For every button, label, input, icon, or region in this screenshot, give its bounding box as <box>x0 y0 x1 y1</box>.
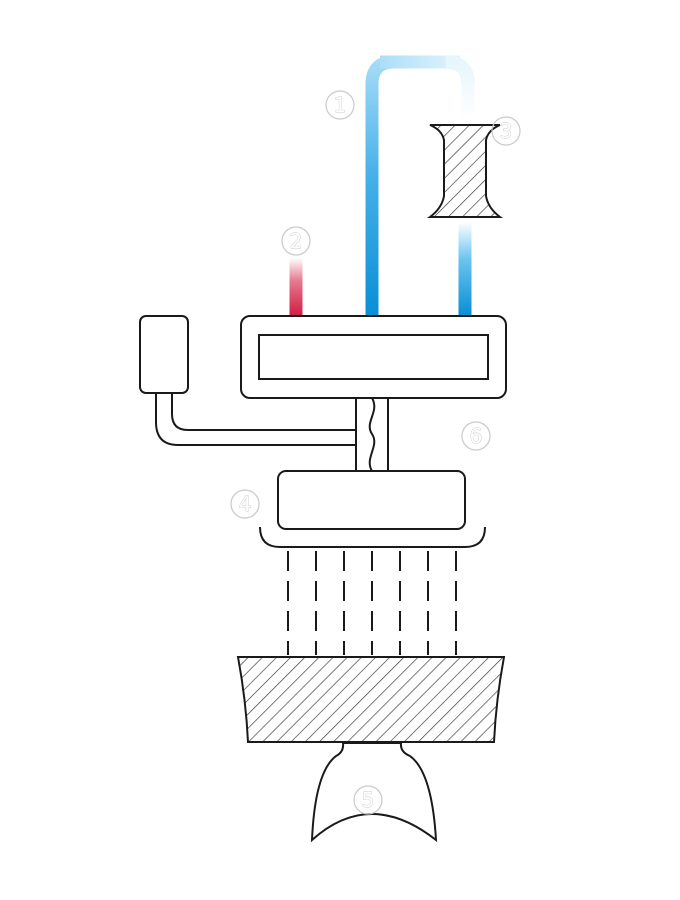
svg-text:3: 3 <box>500 119 513 143</box>
label-3: 3 <box>491 116 521 146</box>
label-1: 1 <box>325 90 355 120</box>
label-5: 5 <box>353 785 383 815</box>
callout-labels: 1 2 3 6 4 5 <box>230 90 521 815</box>
control-box <box>139 315 189 394</box>
saddle-support <box>310 742 438 843</box>
dashed-beams <box>287 551 457 655</box>
svg-text:6: 6 <box>470 424 483 448</box>
svg-text:4: 4 <box>239 492 252 516</box>
coupling-column <box>355 397 389 472</box>
hatched-block-icon <box>236 656 506 743</box>
label-2: 2 <box>281 226 311 256</box>
i-beam-icon <box>427 124 503 218</box>
label-4: 4 <box>230 489 260 519</box>
main-housing <box>240 315 507 399</box>
distribution-plate <box>259 470 486 548</box>
svg-text:2: 2 <box>290 229 303 253</box>
control-cable <box>155 393 356 446</box>
svg-text:1: 1 <box>334 93 347 117</box>
cold-pipe-loop <box>365 55 475 315</box>
label-6: 6 <box>461 421 491 451</box>
svg-text:5: 5 <box>362 788 375 812</box>
